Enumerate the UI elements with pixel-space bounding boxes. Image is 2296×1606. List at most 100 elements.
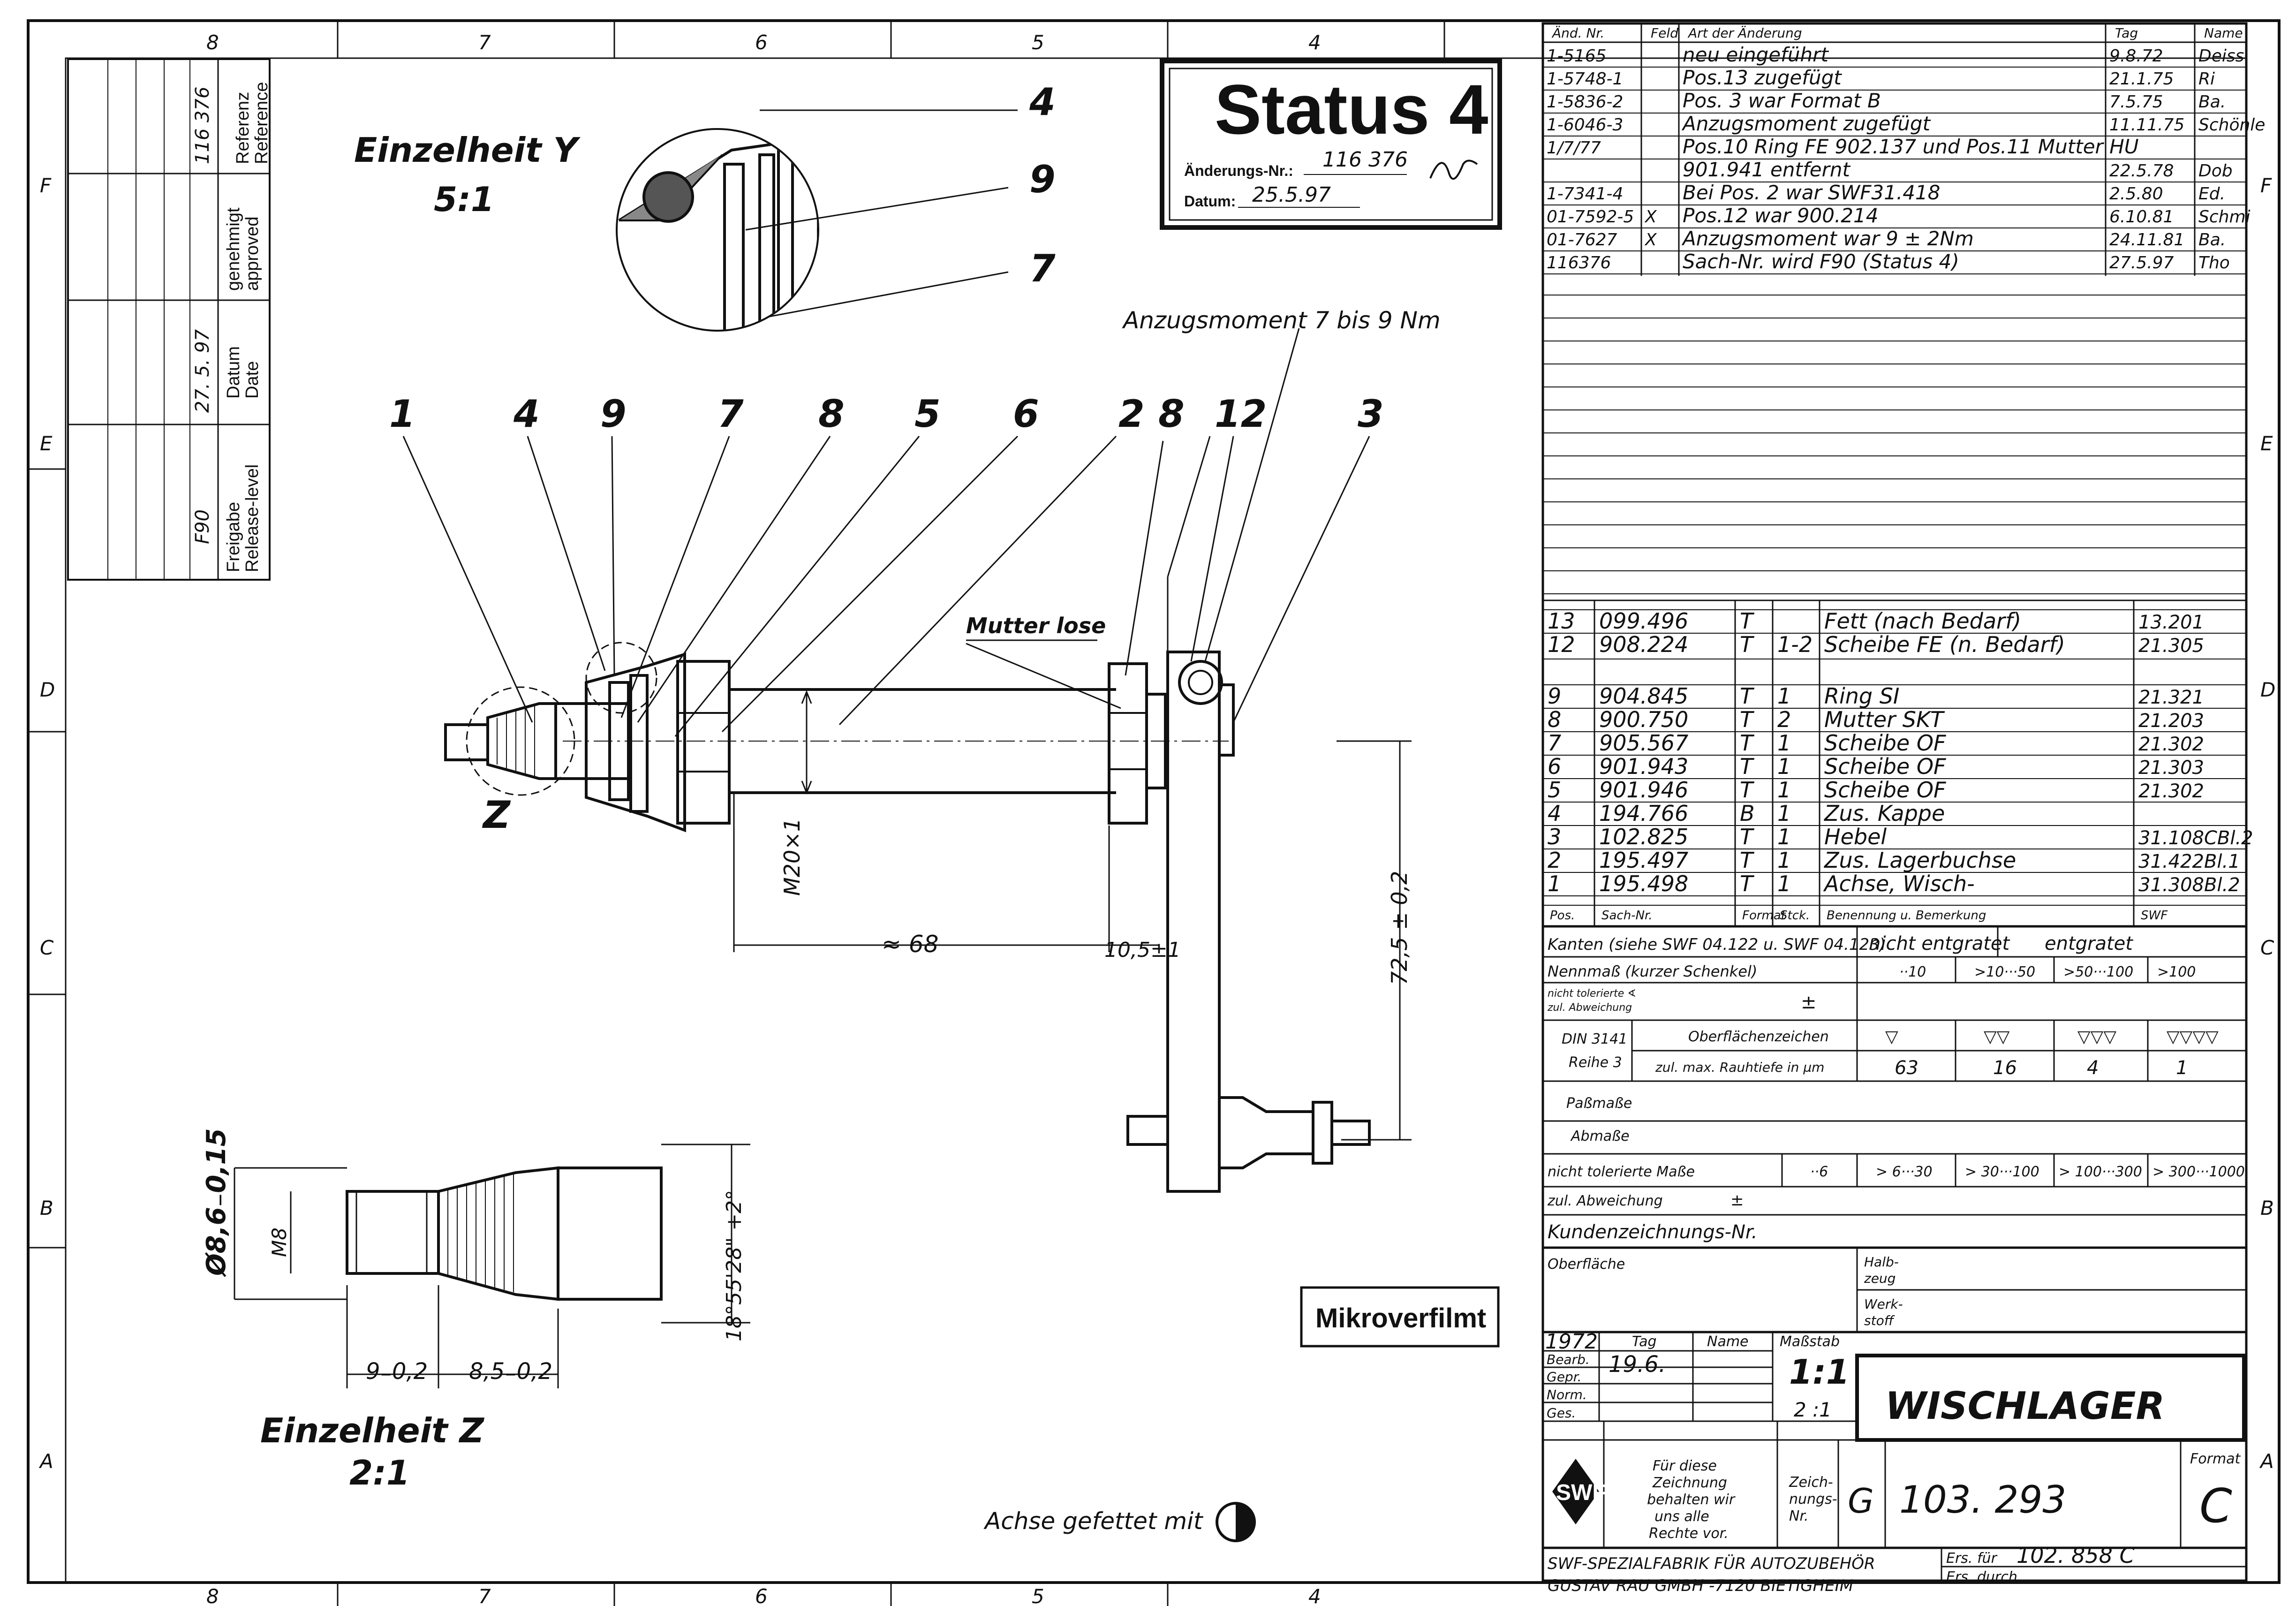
rights-note: Rechte vor. <box>1649 1525 1729 1542</box>
swf-logo: SWF <box>1552 1459 1606 1524</box>
parts-cell: Scheibe OF <box>1824 777 1946 803</box>
position-callout: 8 <box>818 392 845 436</box>
detail-z-marker-label: Z <box>482 793 511 837</box>
customer-no-label: Kundenzeichnungs-Nr. <box>1548 1221 1757 1243</box>
nominal-label: Nennmaß (kurzer Schenkel) <box>1548 962 1757 980</box>
revision-cell: Ri <box>2198 69 2215 89</box>
parts-cell: 099.496 <box>1599 608 1688 634</box>
not-tol-label: zul. Abweichung <box>1547 1002 1632 1014</box>
parts-header: Sach-Nr. <box>1601 909 1653 923</box>
revision-cell: 1-5748-1 <box>1547 69 1623 89</box>
zone-column-label: 5 <box>1032 31 1044 54</box>
parts-cell: 1 <box>1777 754 1791 779</box>
revision-cell: Deiss <box>2198 46 2244 66</box>
parts-cell: 194.766 <box>1599 801 1688 826</box>
parts-cell: Mutter SKT <box>1824 707 1945 732</box>
parts-header: Stck. <box>1780 909 1810 923</box>
parts-cell: 13.201 <box>2138 612 2204 633</box>
parts-cell: T <box>1740 871 1755 896</box>
rights-note: Für diese <box>1653 1458 1717 1474</box>
surface-symbol: ▽▽▽ <box>2077 1027 2116 1046</box>
surface-label: Oberfläche <box>1548 1256 1625 1273</box>
zone-column-label: 4 <box>1308 1585 1321 1606</box>
untol-range: > 30···100 <box>1965 1164 2039 1180</box>
release-label-en: Release-level <box>242 464 262 572</box>
name-label: Name <box>1707 1333 1749 1350</box>
parts-cell: 901.943 <box>1599 754 1688 779</box>
revision-cell: X <box>1644 230 1657 250</box>
parts-cell: 1-2 <box>1777 632 1813 657</box>
zone-row-label: C <box>40 936 54 959</box>
replaced-by-label: Ers. durch <box>1946 1569 2017 1585</box>
parts-cell: 31.308Bl.2 <box>2138 874 2240 896</box>
date-value: 27. 5. 97 <box>192 329 213 413</box>
date-label-en: Date <box>242 361 262 399</box>
zone-row-label: D <box>40 678 55 701</box>
drawing-title: WISCHLAGER <box>1885 1384 2165 1428</box>
zone-column-label: 4 <box>1308 31 1321 54</box>
format-label: Format <box>2190 1451 2241 1467</box>
parts-cell: T <box>1740 632 1755 657</box>
semi-label: zeug <box>1864 1271 1896 1286</box>
year: 1972 <box>1545 1330 1598 1354</box>
rights-note: uns alle <box>1654 1508 1709 1525</box>
swf-logo-text: SWF <box>1556 1480 1606 1505</box>
nominal-range: >100 <box>2157 964 2196 980</box>
revision-cell: Bei Pos. 2 war SWF31.418 <box>1683 181 1940 204</box>
status-stamp: Status 4 Änderungs-Nr.: 116 376 Datum: 2… <box>1160 59 1502 230</box>
revision-cell: Sach-Nr. wird F90 (Status 4) <box>1683 250 1959 273</box>
parts-cell: 13 <box>1548 608 1575 634</box>
zone-row-label: F <box>2260 174 2272 197</box>
nut-loose-note: Mutter lose <box>966 613 1106 638</box>
parts-header: Pos. <box>1550 909 1575 923</box>
release-level-table: 116 376 Referenz Reference genehmigt app… <box>67 58 272 581</box>
parts-header: SWF <box>2141 909 2168 923</box>
revision-cell: Ba. <box>2198 92 2226 112</box>
drawing-no-label: Nr. <box>1789 1508 1809 1524</box>
parts-cell: 195.497 <box>1599 848 1688 873</box>
revision-cell: neu eingeführt <box>1683 43 1829 66</box>
revision-cell: 1-5165 <box>1547 46 1607 66</box>
rights-note: behalten wir <box>1647 1492 1736 1508</box>
leader-lines <box>402 328 1370 737</box>
detail-z <box>346 1166 663 1301</box>
main-assembly <box>444 651 1371 1193</box>
change-no-value: 116 376 <box>1322 148 1408 172</box>
m8-dimension: M8 <box>268 1227 291 1257</box>
revision-cell: 9.8.72 <box>2109 46 2163 66</box>
revision-cell: X <box>1644 207 1657 227</box>
parts-cell: 908.224 <box>1599 632 1688 657</box>
zone-row-label: C <box>2260 936 2274 959</box>
position-callout: 8 <box>1158 392 1185 436</box>
revision-cell: 01-7627 <box>1547 230 1617 250</box>
position-callout: 2 <box>1118 392 1145 436</box>
parts-cell: 1 <box>1777 871 1791 896</box>
parts-cell: Achse, Wisch- <box>1823 871 1975 896</box>
plus-minus: ± <box>1730 1191 1744 1210</box>
reference-value: 116 376 <box>192 87 213 164</box>
parts-cell: Ring SI <box>1824 683 1899 709</box>
diameter-dimension: Ø8,6₋0,15 <box>201 1128 232 1277</box>
dim-label: Abmaße <box>1570 1128 1630 1144</box>
position-callout: 6 <box>1013 392 1039 436</box>
revision-cell: Anzugsmoment war 9 ± 2Nm <box>1681 227 1974 250</box>
zone-column-label: 7 <box>478 31 491 54</box>
detail-y-marker <box>585 642 657 714</box>
revision-header: Name <box>2204 25 2243 41</box>
zone-row-label: B <box>2260 1197 2274 1220</box>
revision-cell: 21.1.75 <box>2109 69 2174 89</box>
roughness-value: 1 <box>2176 1057 2188 1079</box>
parts-header: Benennung u. Bemerkung <box>1827 909 1986 923</box>
revision-header: Feld <box>1651 25 1678 41</box>
parts-cell: Scheibe FE (n. Bedarf) <box>1824 632 2065 657</box>
tolerance-block <box>1543 926 2246 1249</box>
drawing-no-label: Zeich- <box>1789 1474 1833 1491</box>
detail-z-marker <box>466 686 575 796</box>
revision-cell: 27.5.97 <box>2109 253 2174 273</box>
drawn-date: 19.6. <box>1609 1351 1666 1378</box>
revision-cell: 1/7/77 <box>1547 138 1601 158</box>
title-block <box>1543 1248 2246 1583</box>
